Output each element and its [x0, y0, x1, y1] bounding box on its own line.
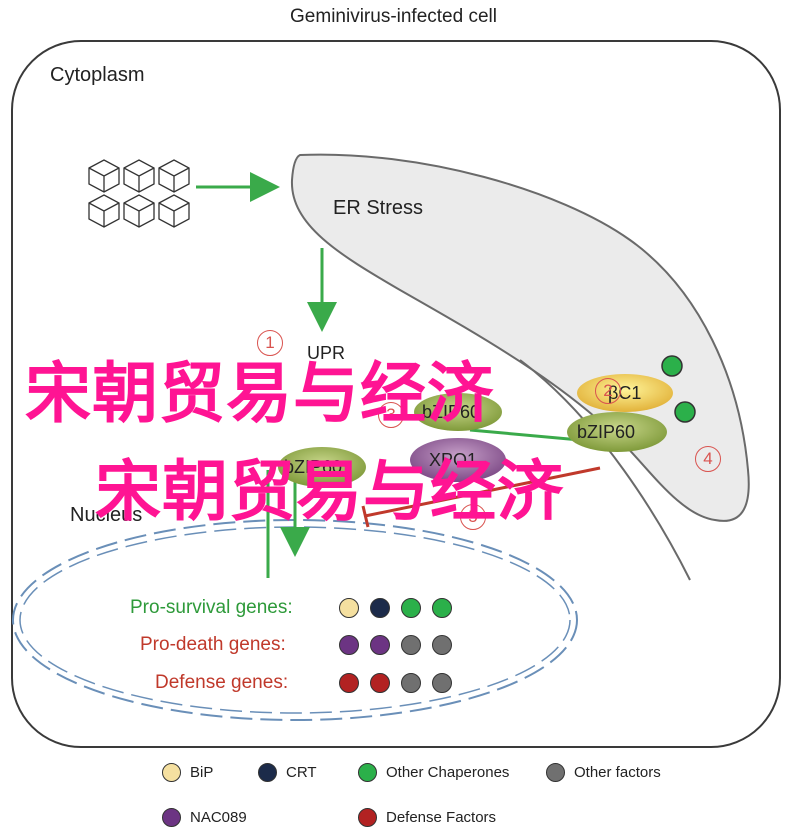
virus-particles-icon — [88, 159, 190, 228]
legend-nac089-label: NAC089 — [190, 809, 247, 826]
legend-other-factors-swatch — [546, 763, 565, 782]
legend-crt: CRT — [258, 763, 317, 782]
gene-dot — [370, 673, 390, 693]
legend-bip-swatch — [162, 763, 181, 782]
gene-dot — [339, 635, 359, 655]
xpo1-label: XPO1 — [429, 450, 478, 470]
inhibition-line — [364, 466, 601, 518]
xpo1-pill — [410, 438, 506, 482]
bzip60-er-pill — [414, 393, 502, 431]
legend-crt-label: CRT — [286, 764, 317, 781]
legend-defense-factors-swatch — [358, 808, 377, 827]
gene-dot — [401, 673, 421, 693]
er-stress-label: ER Stress — [333, 197, 424, 219]
gene-dot — [432, 598, 452, 618]
cell-boundary — [11, 40, 781, 748]
bzip60-right-label: bZIP60 — [577, 422, 636, 442]
gene-dot — [370, 598, 390, 618]
step-4-marker: 4 — [695, 446, 721, 472]
legend-other-factors: Other factors — [546, 763, 661, 782]
gene-dot — [401, 635, 421, 655]
step-2-marker: 2 — [595, 378, 621, 404]
legend-defense-factors-label: Defense Factors — [386, 809, 497, 826]
step-3-marker: 3 — [378, 402, 404, 428]
nucleus-label: Nucleus — [70, 504, 143, 526]
legend-bip: BiP — [162, 763, 213, 782]
legend-other-factors-label: Other factors — [574, 764, 661, 781]
watermark-line-2: 宋朝贸易与经济 — [95, 453, 564, 530]
cytoplasm-label: Cytoplasm — [50, 64, 145, 86]
step-5-marker: 5 — [460, 504, 486, 530]
gene-dot — [339, 673, 359, 693]
bzip60-right-pill — [567, 412, 667, 452]
gene-dot — [432, 635, 452, 655]
legend-nac089-swatch — [162, 808, 181, 827]
legend-nac089: NAC089 — [162, 808, 247, 827]
legend-bip-label: BiP — [190, 764, 214, 781]
legend-other-chaperones: Other Chaperones — [358, 763, 509, 782]
nucleus-envelope — [12, 519, 578, 721]
bzip60-er-label: bZIP60 — [422, 402, 481, 422]
legend-crt-swatch — [258, 763, 277, 782]
defense-genes-label: Defense genes: — [155, 672, 289, 693]
bzip60-nucleus-label: bZIP60 — [284, 457, 343, 477]
legend-other-chaperones-swatch — [358, 763, 377, 782]
gene-dot — [370, 635, 390, 655]
bzip60-nucleus-pill — [278, 447, 366, 487]
diagram-title: Geminivirus-infected cell — [290, 6, 497, 27]
pro-survival-genes-label: Pro-survival genes: — [130, 597, 293, 618]
legend-defense-factors: Defense Factors — [358, 808, 496, 827]
gene-dot — [339, 598, 359, 618]
upr-label: UPR — [307, 343, 346, 363]
pro-death-genes-label: Pro-death genes: — [140, 634, 286, 655]
gene-dot — [432, 673, 452, 693]
gene-dot — [401, 598, 421, 618]
step-1-marker: 1 — [257, 330, 283, 356]
watermark-line-1: 宋朝贸易与经济 — [25, 355, 494, 432]
legend-other-chaperones-label: Other Chaperones — [386, 764, 510, 781]
